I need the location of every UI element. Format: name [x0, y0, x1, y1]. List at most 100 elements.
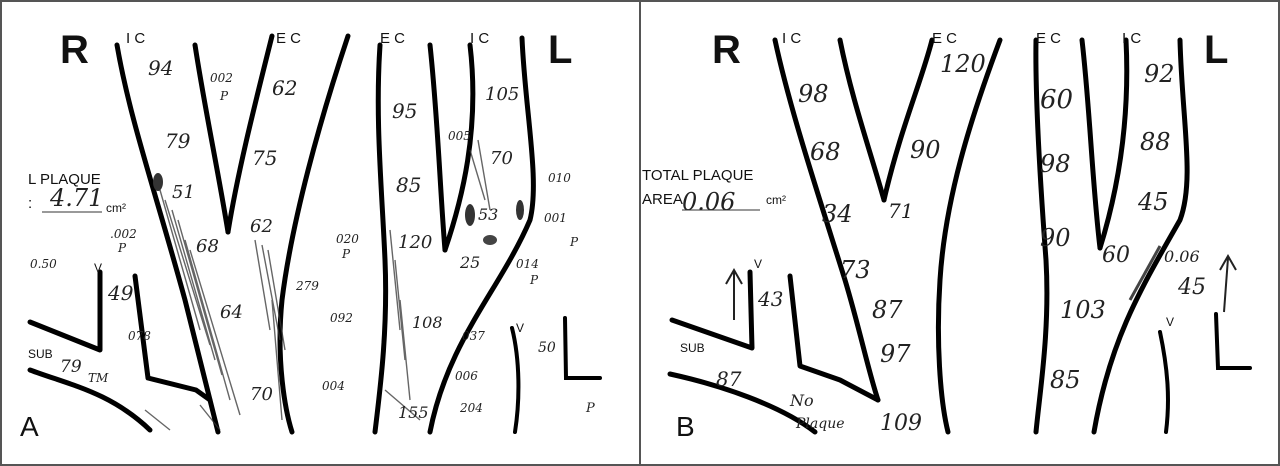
panel-b-ic-label-left: I C — [1122, 30, 1141, 47]
hw-note: 90 — [1040, 224, 1071, 252]
hw-note: 120 — [398, 232, 432, 253]
hw-note: 103 — [1060, 296, 1106, 324]
hw-note: 62 — [250, 216, 273, 237]
panel-a-plaque-spot — [516, 200, 524, 220]
hw-note: 010 — [548, 171, 571, 185]
hw-note: P — [341, 247, 351, 261]
panel-a-letter: A — [20, 411, 39, 442]
panel-b-left-v-wall — [1158, 330, 1170, 434]
panel-b-sub-label: SUB — [680, 341, 705, 355]
panel-b-left-ic-inner-wall — [1097, 37, 1130, 251]
panel-a-right-ec-inner-wall — [225, 33, 275, 235]
hw-note: 020 — [336, 232, 359, 246]
panel-a-plaque-spot — [465, 204, 475, 226]
panel-b-right-v-wall — [669, 269, 755, 351]
panel-a-plaque-spot — [483, 235, 497, 245]
panel-a-right-ic-outer-wall — [114, 42, 221, 435]
hw-note: 70 — [490, 148, 513, 169]
hw-note: 85 — [396, 173, 421, 197]
panel-a-plaque-value: 4.71 — [49, 184, 103, 212]
hw-note: 004 — [322, 379, 345, 393]
panel-a-right-sub-wall — [27, 367, 153, 433]
hw-note: 001 — [544, 211, 567, 225]
panel-b: R L I C E C E C I C V V SUB TOTAL PLAQUE… — [642, 28, 1252, 442]
panel-b-left-ic-outer-wall — [1091, 37, 1190, 435]
panel-b-left-ec-inner-wall — [1079, 37, 1103, 251]
panel-b-right-ic-inner-wall — [837, 37, 887, 203]
panel-a: R L I C E C E C I C V V SUB L PLAQUE : 4… — [20, 28, 602, 442]
hw-note: P — [219, 89, 229, 103]
hw-note: 97 — [880, 340, 911, 368]
hw-note: 014 — [516, 257, 539, 271]
panel-a-plaque-shading — [144, 139, 524, 431]
hw-note: P — [569, 235, 579, 249]
panel-b-right-sub-wall — [667, 371, 818, 435]
panel-b-right-ic-outer-wall — [772, 37, 881, 403]
panel-a-right-v-inner — [132, 273, 213, 403]
hw-note: 037 — [462, 329, 485, 343]
hw-note: 34 — [822, 200, 853, 228]
hw-note: P — [117, 241, 127, 255]
panel-a-left-ic-inner-wall — [442, 42, 476, 253]
hw-note: 0.50 — [30, 257, 57, 271]
panel-b-plaque-unit: cm² — [766, 193, 786, 207]
hw-note: 005 — [448, 129, 471, 143]
panel-b-plaque-title: TOTAL PLAQUE — [642, 167, 753, 184]
hw-note: TM — [88, 371, 109, 385]
panel-b-side-left-label: L — [1204, 28, 1228, 72]
panel-b-v-label-left: V — [1166, 315, 1174, 329]
hw-note: P — [585, 401, 595, 416]
panel-a-plaque-spot — [153, 173, 163, 191]
panel-b-plaque-value: 0.06 — [682, 188, 735, 216]
hw-note: 109 — [880, 411, 922, 436]
hw-note: 92 — [1144, 60, 1175, 88]
hw-note: Plaque — [795, 416, 845, 432]
panel-a-v-label-left: V — [516, 321, 524, 335]
panel-b-ec-label-right: E C — [932, 30, 957, 47]
hw-note: 279 — [295, 279, 319, 293]
hw-note: .002 — [110, 227, 137, 241]
hw-note: 64 — [220, 302, 243, 323]
panel-a-ic-label-left: I C — [470, 30, 489, 47]
hw-note: 98 — [798, 80, 829, 108]
hw-note: 078 — [128, 329, 151, 343]
panel-a-right-v-wall — [27, 269, 103, 353]
hw-note: 60 — [1040, 85, 1073, 115]
panel-a-left-v-wall — [510, 326, 521, 434]
hw-note: 155 — [398, 403, 429, 422]
panel-a-right-ec-outer-wall — [277, 33, 351, 435]
panel-b-plaque-mark — [1128, 245, 1162, 301]
panel-a-plaque-title: L PLAQUE — [28, 171, 101, 188]
panel-b-letter: B — [676, 411, 695, 442]
panel-b-side-right-label: R — [712, 28, 741, 72]
hw-note: 45 — [1137, 188, 1169, 216]
panel-a-sub-label: SUB — [28, 347, 53, 361]
panel-a-left-v-corner — [563, 316, 602, 380]
hw-note: 95 — [392, 99, 417, 123]
panel-a-side-right-label: R — [60, 28, 89, 72]
panel-b-ec-label-left: E C — [1036, 30, 1061, 47]
hw-note: 49 — [107, 281, 134, 305]
panel-b-ic-label-right: I C — [782, 30, 801, 47]
hw-note: 002 — [210, 71, 233, 85]
hw-note: 62 — [272, 76, 297, 100]
hw-note: 68 — [810, 138, 841, 166]
hw-note: 79 — [165, 129, 191, 153]
panel-b-arrow-up-icon — [1219, 253, 1237, 313]
hw-note: 87 — [716, 367, 742, 391]
hw-note: 105 — [485, 84, 519, 105]
panel-a-left-ec-inner-wall — [427, 42, 448, 253]
hw-note: 73 — [840, 256, 871, 284]
hw-note: 71 — [888, 199, 913, 223]
hw-note: 90 — [910, 136, 941, 164]
panel-b-left-v-corner — [1214, 312, 1252, 370]
hw-note: 88 — [1140, 128, 1171, 156]
hw-note: 50 — [538, 340, 556, 356]
panel-b-plaque-prefix: AREA — [642, 191, 683, 208]
panel-a-handwritten-values: 94 79 51 68 49 79 62 75 62 64 70 95 85 1… — [30, 56, 595, 422]
panel-a-left-ic-outer-wall — [427, 35, 536, 435]
panel-b-arrow-up-icon — [725, 267, 743, 320]
hw-note: 120 — [940, 50, 986, 78]
